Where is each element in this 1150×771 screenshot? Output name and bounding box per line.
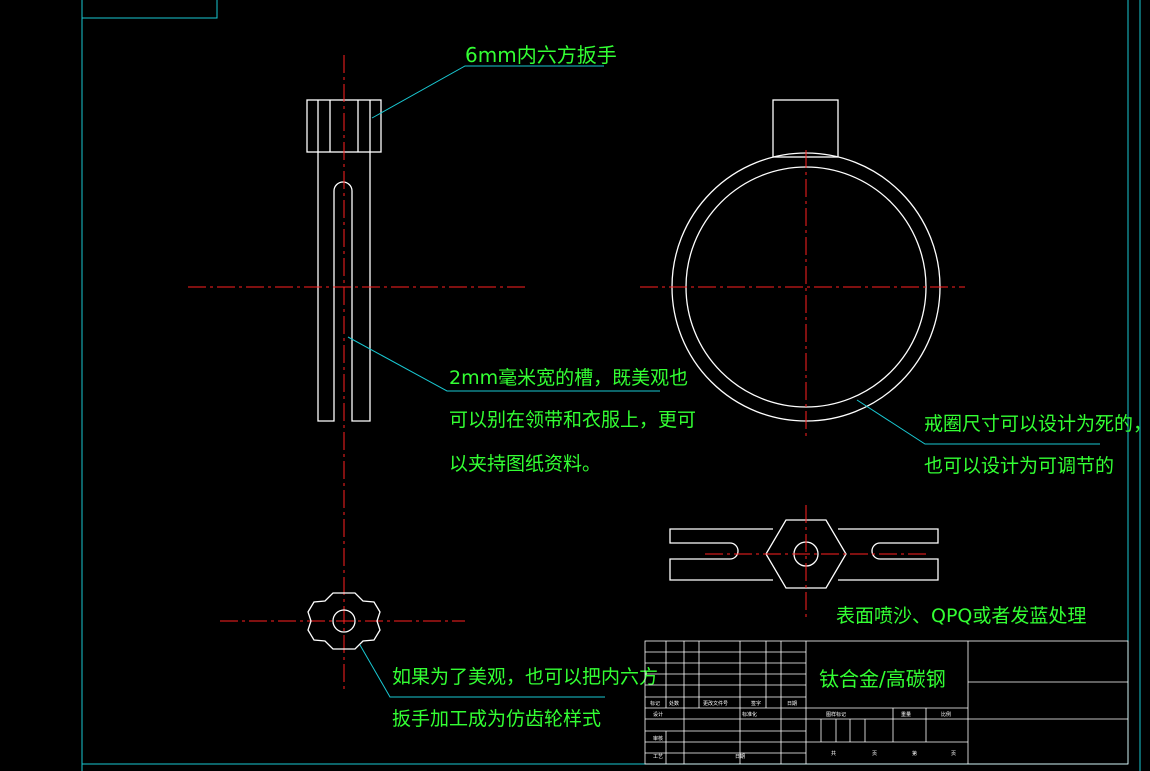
tb-standardize: 标准化 (742, 711, 757, 718)
tb-weight: 重量 (901, 711, 911, 718)
tb-change-doc: 更改文件号 (703, 700, 728, 707)
clip-centerlines (705, 505, 930, 618)
note-ring-line1: 戒圈尺寸可以设计为死的， (924, 413, 1150, 435)
note-gear-line2: 扳手加工成为仿齿轮样式 (392, 708, 601, 730)
leader-lines (347, 65, 1100, 698)
tb-sign: 签字 (751, 700, 761, 707)
sheet-border (81, 0, 1141, 771)
note-wrench: 6mm内六方扳手 (465, 43, 617, 67)
tb-page-1: 页 (872, 751, 877, 757)
note-surface: 表面喷沙、QPQ或者发蓝处理 (836, 605, 1086, 627)
tb-date-2: 日期 (735, 754, 745, 760)
title-block: 钛合金/高碳钢 标记 处数 更改文件号 签字 日期 设计 标准化 图样标记 重量… (644, 640, 1129, 765)
tb-date: 日期 (787, 701, 797, 707)
tb-mark: 标记 (650, 700, 660, 707)
gear-hex-option (307, 592, 381, 650)
note-slot-line2: 可以别在领带和衣服上，更可 (449, 409, 696, 431)
note-gear-line1: 如果为了美观，也可以把内六方 (392, 666, 658, 688)
tb-total: 共 (831, 750, 836, 757)
tb-process: 工艺 (653, 754, 663, 760)
tb-sheet: 第 (912, 750, 917, 757)
note-ring-line2: 也可以设计为可调节的 (924, 455, 1114, 477)
tb-page-2: 页 (951, 751, 956, 757)
note-slot-line1: 2mm毫米宽的槽，既美观也 (449, 367, 688, 389)
annotations: 6mm内六方扳手 2mm毫米宽的槽，既美观也 可以别在领带和衣服上，更可 以夹持… (392, 43, 1150, 730)
tb-review: 审核 (653, 735, 663, 742)
hex-key-centerlines (188, 55, 525, 690)
title-material: 钛合金/高碳钢 (819, 667, 946, 691)
tb-scale: 比例 (941, 711, 951, 718)
ring-centerlines (640, 150, 965, 440)
note-slot-line3: 以夹持图纸资料。 (449, 453, 601, 475)
tb-design: 设计 (653, 711, 663, 718)
tb-count: 处数 (669, 700, 679, 707)
tb-stage-mark: 图样标记 (826, 711, 846, 718)
